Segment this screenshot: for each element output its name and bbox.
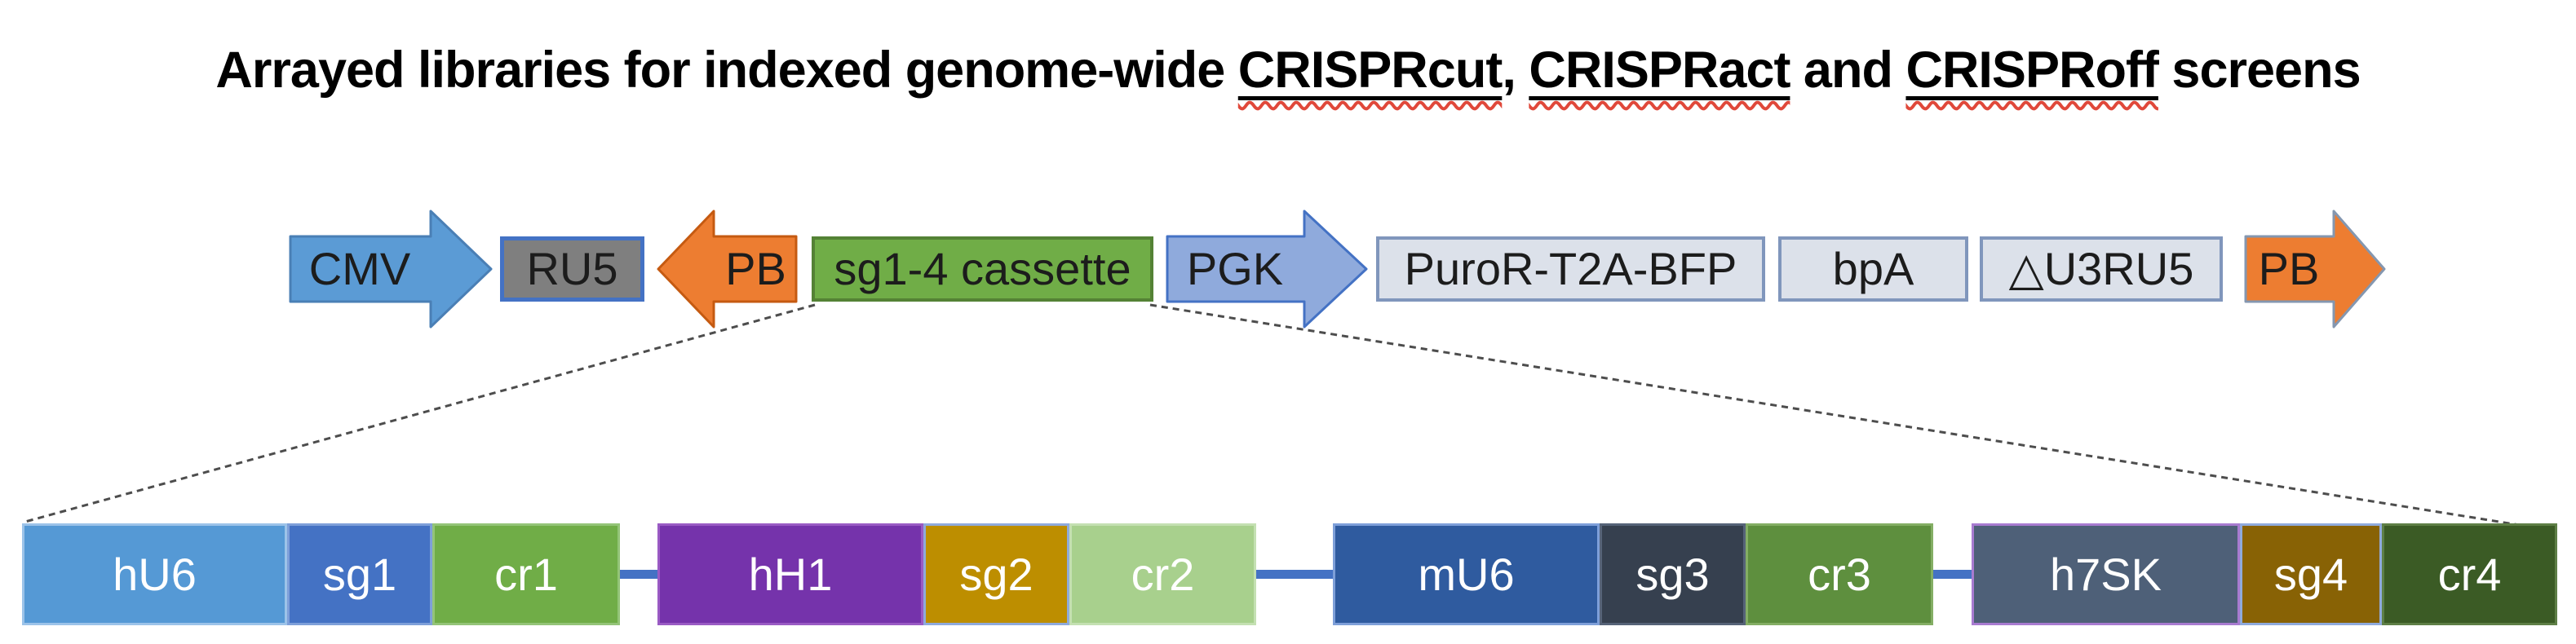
title-term-text: CRISPRoff (1905, 42, 2158, 99)
sg1-label: sg1 (322, 548, 397, 600)
cassette-segment-cr3: cr3 (1746, 523, 1933, 625)
cassette-connector (617, 570, 660, 579)
cr4-label: cr4 (2437, 548, 2502, 600)
cassette-segment-hU6: hU6 (22, 523, 287, 625)
cassette-segment-sg1: sg1 (287, 523, 432, 625)
pb-5-label: PB (725, 243, 786, 294)
cassette-segment-mU6: mU6 (1333, 523, 1600, 625)
bpa-box (1778, 236, 1968, 302)
ru5-label: RU5 (526, 243, 618, 294)
vector-element-ru5: RU5 (500, 209, 644, 329)
vector-element-pb-3: PB (2244, 209, 2386, 329)
expansion-line (1149, 303, 2556, 532)
puror-box (1376, 236, 1765, 302)
cassette-segment-sg4: sg4 (2240, 523, 2382, 625)
title-text-segment: screens (2158, 42, 2361, 99)
cassette-segment-h7SK: h7SK (1972, 523, 2240, 625)
title-term-underlined: CRISPRact (1529, 42, 1790, 99)
cassette-segment-cr1: cr1 (432, 523, 620, 625)
cassette-segment-sg2: sg2 (923, 523, 1069, 625)
hH1-label: hH1 (748, 548, 833, 600)
sg4-label: sg4 (2273, 548, 2348, 600)
title-text-segment: , (1502, 42, 1529, 99)
cr2-label: cr2 (1131, 548, 1195, 600)
title-term-underlined: CRISPRcut (1238, 42, 1503, 99)
cassette-connector (1254, 570, 1335, 579)
vector-construct-row: CMV RU5 PB sg1-4 cassette PGK PuroR-T2A-BFP bp… (0, 209, 2576, 329)
hU6-label: hU6 (113, 548, 197, 600)
cassette-segment-hH1: hH1 (657, 523, 923, 625)
cassette-connector (1931, 570, 1974, 579)
sg2-label: sg2 (959, 548, 1033, 600)
cr3-label: cr3 (1808, 548, 1871, 600)
vector-element-du3ru5: △U3RU5 (1980, 209, 2223, 329)
du3ru5-box (1980, 236, 2223, 302)
cassette-box (812, 236, 1153, 302)
expansion-line (24, 303, 816, 523)
vector-element-puror: PuroR-T2A-BFP (1376, 209, 1765, 329)
cmv-label: CMV (308, 243, 411, 294)
cr1-label: cr1 (494, 548, 558, 600)
pb-5-arrow-shape (657, 210, 798, 329)
mU6-label: mU6 (1418, 548, 1515, 600)
ru5-box (500, 236, 644, 302)
pb-3-label: PB (2258, 243, 2320, 294)
title-term-text: CRISPRact (1529, 42, 1790, 99)
cassette-expanded-row: hU6 sg1 cr1 hH1 sg2 cr2 mU6 sg3 cr3 h7SK sg4 cr4 (0, 523, 2576, 625)
title-text-segment: and (1790, 42, 1906, 99)
cassette-segment-sg3: sg3 (1600, 523, 1746, 625)
vector-element-cmv: CMV (289, 209, 493, 329)
du3ru5-label: △U3RU5 (2008, 243, 2194, 294)
vector-element-bpa: bpA (1778, 209, 1968, 329)
title-term-text: CRISPRcut (1237, 42, 1503, 99)
cassette-segment-cr4: cr4 (2382, 523, 2557, 625)
vector-element-cassette: sg1-4 cassette (812, 209, 1153, 329)
title-text-segment: Arrayed libraries for indexed genome-wid… (215, 42, 1238, 99)
figure-title: Arrayed libraries for indexed genome-wid… (0, 41, 2576, 99)
h7SK-label: h7SK (2050, 548, 2162, 600)
puror-label: PuroR-T2A-BFP (1404, 243, 1737, 294)
vector-element-pb-5: PB (657, 209, 798, 329)
cmv-arrow-shape (289, 210, 493, 329)
pgk-arrow-shape (1166, 210, 1368, 329)
bpa-label: bpA (1832, 243, 1914, 294)
sg3-label: sg3 (1635, 548, 1710, 600)
cassette-segment-cr2: cr2 (1069, 523, 1256, 625)
title-term-underlined: CRISPRoff (1905, 42, 2158, 99)
pgk-label: PGK (1186, 243, 1284, 294)
vector-element-pgk: PGK (1166, 209, 1368, 329)
pb-3-arrow-shape (2244, 210, 2386, 329)
cassette-label: sg1-4 cassette (834, 243, 1131, 294)
